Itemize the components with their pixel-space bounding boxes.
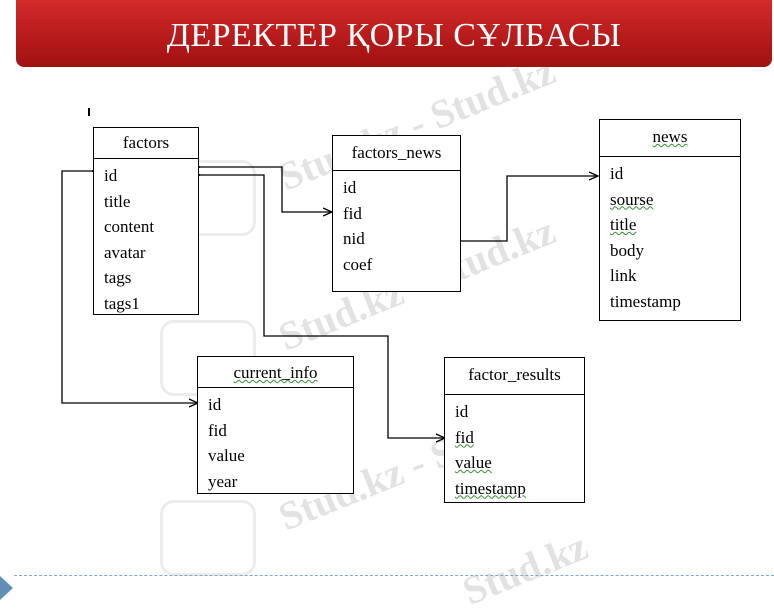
table-factors: factors id title content avatar tags tag… bbox=[93, 127, 199, 315]
arrow-factors-to-current-info bbox=[61, 171, 198, 403]
table-name-text: current_info bbox=[233, 363, 318, 382]
field: id bbox=[610, 164, 624, 183]
field: timestamp bbox=[610, 291, 681, 311]
title-banner: ДЕРЕКТЕР ҚОРЫ СҰЛБАСЫ bbox=[16, 0, 772, 67]
arrow-factors-to-factor-results bbox=[200, 175, 445, 438]
field: timestamp bbox=[455, 478, 526, 498]
field: avatar bbox=[104, 242, 146, 262]
field: title bbox=[104, 191, 131, 211]
next-slide-arrow-icon[interactable] bbox=[0, 576, 13, 600]
arrow-factors-to-factors-news bbox=[200, 167, 332, 212]
field: content bbox=[104, 217, 155, 236]
field: year bbox=[208, 471, 238, 491]
field: fid bbox=[208, 420, 227, 440]
field: id bbox=[343, 178, 357, 197]
cursor-mark bbox=[88, 108, 90, 116]
table-name: current_info bbox=[198, 357, 353, 388]
table-news: news id sourse title body link timestamp bbox=[599, 119, 741, 321]
watermark-logo bbox=[160, 500, 256, 576]
field: fid bbox=[455, 427, 474, 447]
field: fid bbox=[343, 203, 362, 223]
field: tags1 bbox=[104, 293, 140, 313]
table-current-info: current_info id fid value year bbox=[197, 356, 354, 494]
table-name: news bbox=[600, 120, 740, 157]
relationship-arrows bbox=[61, 0, 774, 600]
field: id bbox=[208, 395, 222, 414]
field: coef bbox=[343, 254, 373, 274]
footer-divider bbox=[14, 575, 774, 576]
field: link bbox=[610, 266, 637, 285]
table-name-text: news bbox=[652, 127, 688, 146]
field: value bbox=[208, 446, 245, 465]
table-factor-results: factor_results id fid value timestamp bbox=[444, 357, 585, 503]
table-name: factors_news bbox=[333, 136, 460, 171]
field: body bbox=[610, 240, 644, 260]
table-name: factors bbox=[94, 128, 198, 159]
field: value bbox=[455, 453, 492, 472]
field: title bbox=[610, 215, 637, 234]
arrow-factors-news-to-news bbox=[461, 176, 598, 241]
field: id bbox=[104, 166, 118, 185]
table-factors-news: factors_news id fid nid coef bbox=[332, 135, 461, 292]
page-title: ДЕРЕКТЕР ҚОРЫ СҰЛБАСЫ bbox=[166, 16, 622, 54]
field: nid bbox=[343, 229, 365, 248]
table-name: factor_results bbox=[445, 358, 584, 395]
field: tags bbox=[104, 268, 132, 287]
field: id bbox=[455, 402, 469, 421]
field: sourse bbox=[610, 189, 654, 209]
